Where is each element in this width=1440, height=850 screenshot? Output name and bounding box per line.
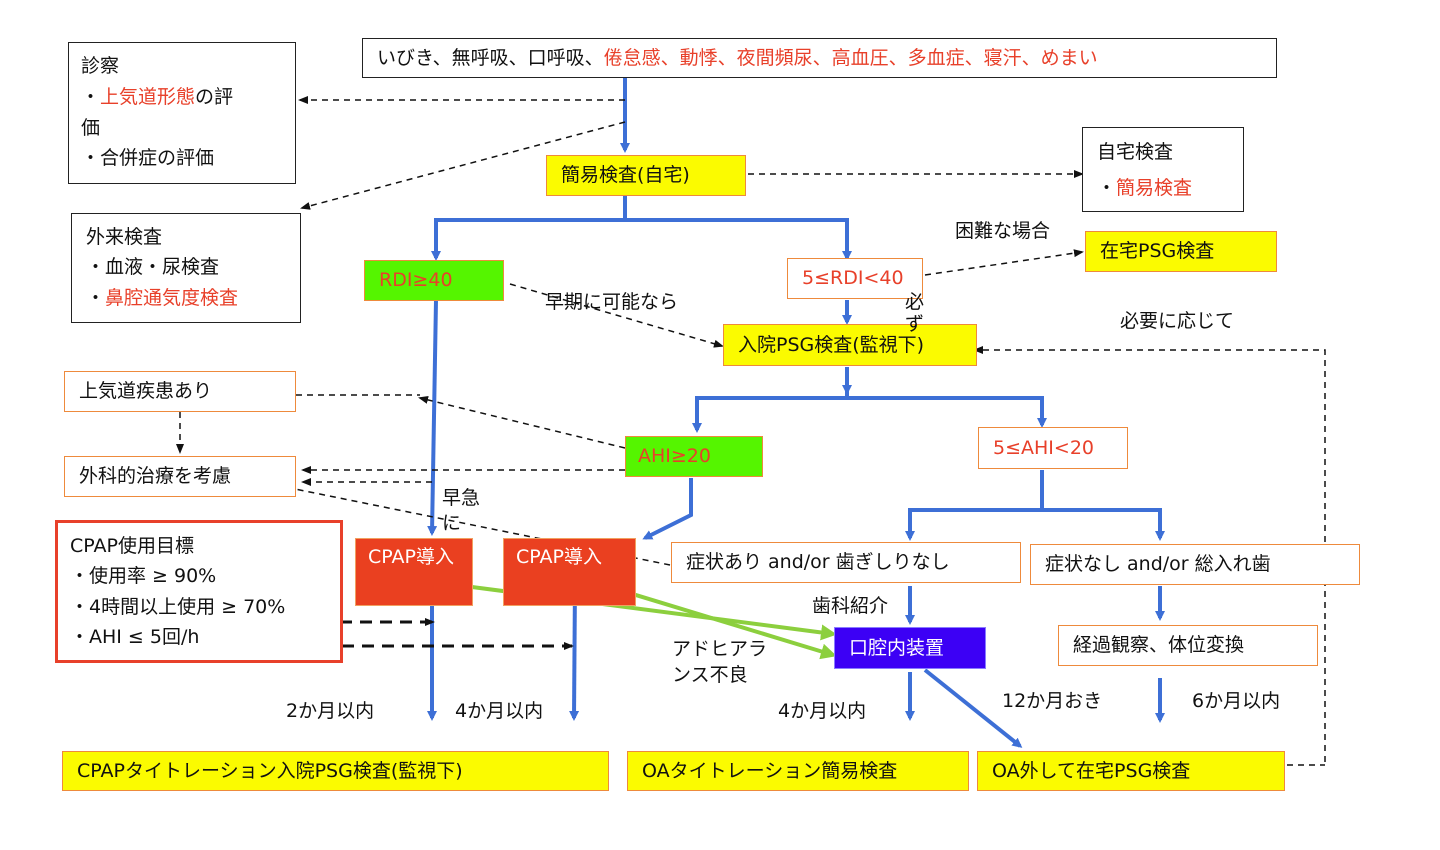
simple-test-home-label: 簡易検査(自宅) [561,164,690,187]
cpap-titration-box[interactable]: CPAPタイトレーション入院PSG検査(監視下) [62,751,609,791]
outpatient-box: 外来検査 ・血液・尿検査 ・鼻腔通気度検査 [71,213,301,323]
rdi-high-label: RDI≥40 [379,269,453,292]
rdi-mid-box[interactable]: 5≤RDI<40 [787,258,923,299]
symptom-no-label: 症状なし and/or 総入れ歯 [1045,553,1271,576]
cpap-intro-2-label: CPAP導入 [516,546,602,568]
bullet: ・ [86,286,106,309]
urgent-label: 早急に [442,487,481,534]
within-6m-label: 6か月以内 [1192,690,1281,712]
cpap-intro-1-label: CPAP導入 [368,546,454,568]
bullet: ・ [1097,177,1117,200]
exam-upper-airway-text: 上気道形態 [100,85,196,108]
cpap-goal-item: ・AHI ≤ 5回/h [70,626,200,649]
mandatory-label: 必ず [905,291,925,335]
as-needed-label: 必要に応じて [1120,310,1235,332]
ahi-mid-label: 5≤AHI<20 [993,436,1094,459]
home-psg-label: 在宅PSG検査 [1100,240,1215,263]
exam-comorbidity-text: ・合併症の評価 [81,147,215,170]
home-test-title: 自宅検査 [1097,141,1174,163]
upper-airway-box[interactable]: 上気道疾患あり [64,371,296,412]
observation-label: 経過観察、体位変換 [1073,634,1245,657]
symptom-no-box[interactable]: 症状なし and/or 総入れ歯 [1030,544,1360,585]
flow-rdi-high-to-cpap [427,299,438,536]
upper-airway-label: 上気道疾患あり [79,380,213,403]
within-2m-label: 2か月以内 [286,700,375,722]
difficult-label: 困難な場合 [955,220,1051,242]
oa-off-home-psg-box[interactable]: OA外して在宅PSG検査 [977,751,1285,791]
cpap-goal-title: CPAP使用目標 [70,535,194,557]
exam-line1-suffix: の評 [195,85,234,108]
oral-appliance-box[interactable]: 口腔内装置 [834,627,986,669]
oa-titration-label: OAタイトレーション簡易検査 [642,759,898,782]
oa-titration-box[interactable]: OAタイトレーション簡易検査 [627,751,969,791]
early-label: 早期に可能なら [545,291,679,313]
within-4m-label-b: 4か月以内 [778,700,867,722]
exam-title: 診察 [81,55,120,77]
cpap-goal-item: ・4時間以上使用 ≥ 70% [70,595,286,618]
exam-box: 診察 ・上気道形態の評 価 ・合併症の評価 [68,42,296,184]
symptom-yes-label: 症状あり and/or 歯ぎしりなし [686,551,950,574]
home-test-item: 簡易検査 [1116,177,1193,200]
flow-simple-split [434,196,849,258]
cpap-titration-label: CPAPタイトレーション入院PSG検査(監視下) [77,759,463,782]
dash-ahi-to-upper [418,396,626,449]
cpap-intro-box-2[interactable]: CPAP導入 [503,538,636,606]
flow-ahi-high-to-cpap [642,478,693,540]
outpatient-title: 外来検査 [86,226,163,248]
symptom-yes-box[interactable]: 症状あり and/or 歯ぎしりなし [671,542,1021,583]
exam-line1-wrap: 価 [81,116,101,139]
bullet: ・ [81,85,101,108]
surgery-box[interactable]: 外科的治療を考慮 [64,456,296,497]
oral-appliance-label: 口腔内装置 [849,636,945,659]
flow-psg-split [695,380,1044,430]
cpap-intro-box-1[interactable]: CPAP導入 [355,538,473,606]
ahi-high-box[interactable]: AHI≥20 [625,436,763,477]
outpatient-blood-text: ・血液・尿検査 [86,256,220,279]
rdi-mid-label: 5≤RDI<40 [802,267,904,290]
outpatient-nasal-text: 鼻腔通気度検査 [105,286,239,309]
oa-off-home-psg-label: OA外して在宅PSG検査 [992,759,1191,782]
within-4m-label-a: 4か月以内 [455,700,544,722]
symptoms-normal-text: いびき、無呼吸、口呼吸、 [377,46,604,69]
symptoms-highlighted-text: 倦怠感、動悸、夜間頻尿、高血圧、多血症、寝汗、めまい [603,46,1098,69]
home-psg-box[interactable]: 在宅PSG検査 [1085,231,1277,272]
dash-to-outpatient [300,121,626,210]
dash-early-psg [509,283,724,348]
ahi-mid-box[interactable]: 5≤AHI<20 [978,427,1128,469]
dash-to-home-psg [924,249,1084,276]
cpap-goal-item: ・使用率 ≥ 90% [70,565,217,588]
ahi-high-label: AHI≥20 [638,445,711,468]
surgery-label: 外科的治療を考慮 [79,465,232,488]
every-12m-label: 12か月おき [1002,690,1103,712]
hospital-psg-box[interactable]: 入院PSG検査(監視下) [723,324,977,366]
dental-referral-label: 歯科紹介 [812,595,889,617]
flow-oa-diag [923,668,1023,748]
adherence-label: アドヒアランス不良 [672,638,768,686]
simple-test-home-box[interactable]: 簡易検査(自宅) [546,155,746,196]
flow-ahi-mid-split [908,470,1162,538]
home-test-box: 自宅検査 ・簡易検査 [1082,127,1244,212]
observation-box[interactable]: 経過観察、体位変換 [1058,625,1318,666]
rdi-high-box[interactable]: RDI≥40 [364,260,504,301]
cpap-goal-box: CPAP使用目標 ・使用率 ≥ 90% ・4時間以上使用 ≥ 70% ・AHI … [55,520,343,663]
symptoms-box: いびき、無呼吸、口呼吸、倦怠感、動悸、夜間頻尿、高血圧、多血症、寝汗、めまい [362,38,1277,78]
hospital-psg-label: 入院PSG検査(監視下) [738,333,925,356]
green-arrow-cpap2 [602,583,837,660]
dash-as-needed [973,346,1326,762]
